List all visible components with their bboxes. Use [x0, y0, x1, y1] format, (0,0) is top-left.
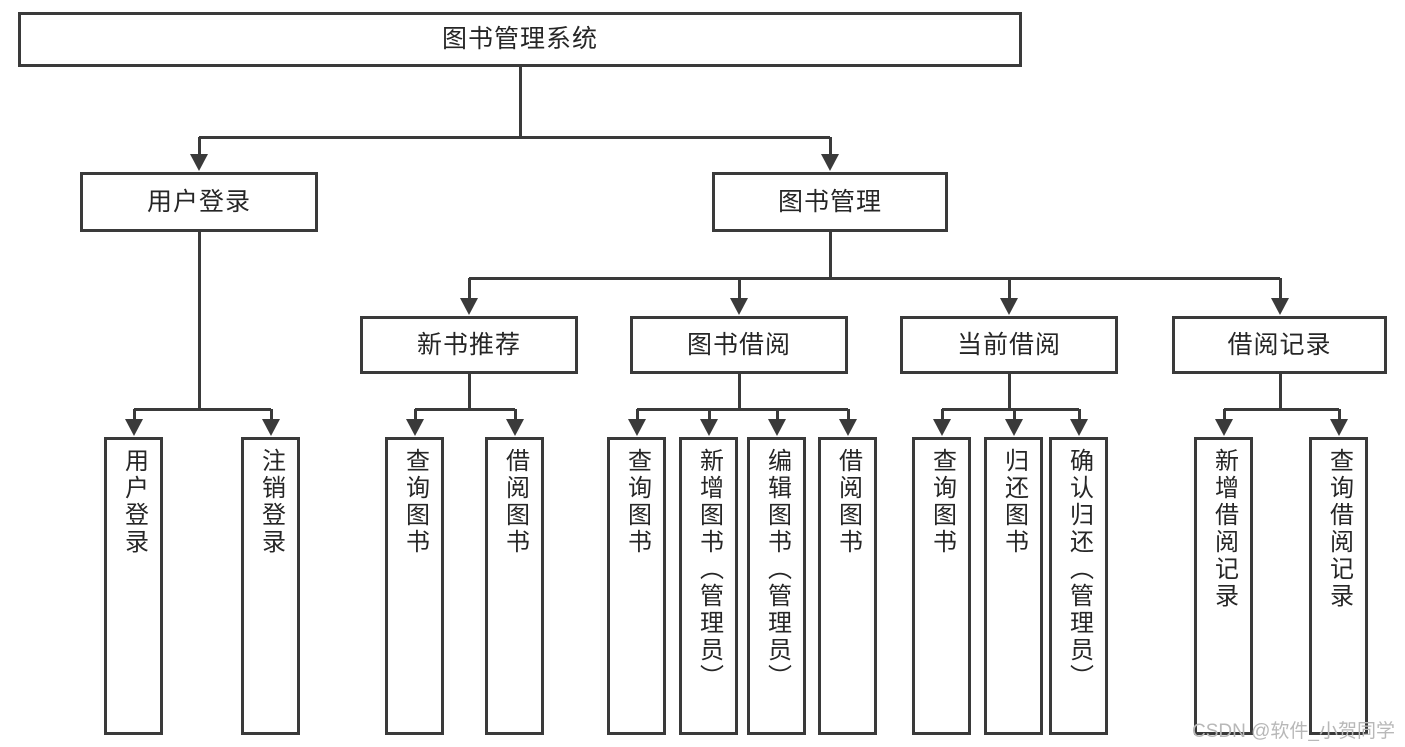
arrowhead-icon-current-borrow: [1000, 298, 1018, 315]
node-leaf-borrow-book-1[interactable]: 借阅图书: [485, 437, 544, 735]
watermark-text: CSDN @软件_小贺同学: [1192, 721, 1395, 742]
connector-borrow-record-stem: [1278, 374, 1282, 409]
node-label: 图书管理系统: [441, 25, 598, 54]
node-label: 编辑图书（管理员）: [763, 448, 791, 691]
node-leaf-query-book-2[interactable]: 查询图书: [607, 437, 666, 735]
arrowhead-icon-leaf-return-book: [1004, 419, 1023, 436]
node-leaf-confirm-return[interactable]: 确认归还（管理员）: [1049, 437, 1108, 735]
connector-drop-leaf-add-book: [707, 409, 711, 420]
connector-new-book-rec-stem: [468, 374, 471, 409]
connector-current-borrow-bus: [941, 408, 1079, 411]
node-label: 新书推荐: [416, 330, 521, 359]
connector-drop-leaf-borrow-book-2: [846, 409, 850, 420]
connector-drop-leaf-query-book-3: [940, 409, 944, 420]
arrowhead-icon-leaf-borrow-book-2: [838, 419, 857, 436]
node-label: 确认归还（管理员）: [1065, 448, 1093, 691]
connector-book-manage-bus: [469, 277, 1280, 280]
node-new-book-rec[interactable]: 新书推荐: [360, 316, 578, 374]
connector-drop-leaf-confirm-return: [1077, 409, 1081, 420]
connector-drop-leaf-query-book-2: [635, 409, 639, 420]
node-label: 查询图书: [401, 448, 429, 556]
connector-borrow-record-bus: [1223, 408, 1339, 411]
arrowhead-icon-new-book-rec: [460, 298, 478, 315]
node-leaf-query-book-3[interactable]: 查询图书: [912, 437, 971, 735]
arrowhead-icon-leaf-borrow-book-1: [505, 419, 524, 436]
connector-book-borrow-stem: [738, 374, 741, 409]
node-user-login[interactable]: 用户登录: [80, 172, 318, 232]
node-leaf-add-book[interactable]: 新增图书（管理员）: [679, 437, 738, 735]
node-label: 借阅图书: [501, 448, 529, 556]
arrowhead-icon-leaf-query-record: [1329, 419, 1348, 436]
connector-drop-leaf-logout: [269, 409, 273, 420]
node-root[interactable]: 图书管理系统: [18, 12, 1022, 67]
node-borrow-record[interactable]: 借阅记录: [1172, 316, 1387, 374]
node-label: 查询借阅记录: [1325, 448, 1353, 610]
arrowhead-icon-leaf-query-book-3: [932, 419, 951, 436]
connector-drop-leaf-add-record: [1222, 409, 1226, 420]
connector-drop-book-borrow: [738, 278, 741, 299]
node-label: 归还图书: [1000, 448, 1028, 556]
node-label: 用户登录: [120, 448, 148, 556]
node-label: 用户登录: [146, 187, 251, 216]
connector-drop-leaf-query-record: [1337, 409, 1341, 420]
connector-drop-book-manage: [829, 137, 832, 155]
arrowhead-icon-leaf-user-login: [124, 419, 143, 436]
arrowhead-icon-leaf-add-book: [699, 419, 718, 436]
node-label: 查询图书: [623, 448, 651, 556]
node-leaf-edit-book[interactable]: 编辑图书（管理员）: [747, 437, 806, 735]
connector-drop-leaf-user-login: [132, 409, 136, 420]
node-label: 当前借阅: [956, 330, 1061, 359]
node-label: 图书管理: [777, 187, 882, 216]
arrowhead-icon-leaf-confirm-return: [1069, 419, 1088, 436]
connector-drop-leaf-query-book-1: [413, 409, 417, 420]
connector-root-stem: [519, 67, 522, 137]
arrowhead-icon-leaf-edit-book: [767, 419, 786, 436]
connector-drop-new-book-rec: [468, 278, 471, 299]
node-book-borrow[interactable]: 图书借阅: [630, 316, 848, 374]
connector-root-bus: [199, 136, 830, 139]
arrowhead-icon-leaf-query-book-1: [405, 419, 424, 436]
arrowhead-icon-leaf-logout: [261, 419, 280, 436]
arrowhead-icon-user-login: [190, 154, 208, 171]
connector-drop-leaf-edit-book: [775, 409, 779, 420]
connector-new-book-rec-bus: [414, 408, 515, 411]
node-label: 借阅记录: [1227, 330, 1332, 359]
arrowhead-icon-book-manage: [821, 154, 839, 171]
node-leaf-add-record[interactable]: 新增借阅记录: [1194, 437, 1253, 735]
connector-drop-leaf-borrow-book-1: [513, 409, 517, 420]
arrowhead-icon-book-borrow: [730, 298, 748, 315]
connector-drop-borrow-record: [1278, 278, 1282, 299]
node-label: 借阅图书: [834, 448, 862, 556]
connector-user-login-stem: [198, 232, 201, 409]
node-label: 查询图书: [928, 448, 956, 556]
node-label: 图书借阅: [686, 330, 791, 359]
connector-drop-current-borrow: [1008, 278, 1011, 299]
connector-user-login-bus: [133, 408, 271, 411]
node-label: 注销登录: [257, 448, 285, 556]
node-leaf-return-book[interactable]: 归还图书: [984, 437, 1043, 735]
node-label: 新增图书（管理员）: [695, 448, 723, 691]
node-book-manage[interactable]: 图书管理: [712, 172, 948, 232]
arrowhead-icon-leaf-add-record: [1214, 419, 1233, 436]
connector-book-borrow-bus: [636, 408, 848, 411]
node-leaf-query-record[interactable]: 查询借阅记录: [1309, 437, 1368, 735]
node-leaf-user-login[interactable]: 用户登录: [104, 437, 163, 735]
connector-drop-user-login: [198, 137, 201, 155]
node-current-borrow[interactable]: 当前借阅: [900, 316, 1118, 374]
node-label: 新增借阅记录: [1210, 448, 1238, 610]
node-leaf-query-book-1[interactable]: 查询图书: [385, 437, 444, 735]
arrowhead-icon-borrow-record: [1270, 298, 1289, 315]
node-leaf-logout[interactable]: 注销登录: [241, 437, 300, 735]
connector-book-manage-stem: [829, 232, 832, 278]
node-leaf-borrow-book-2[interactable]: 借阅图书: [818, 437, 877, 735]
arrowhead-icon-leaf-query-book-2: [627, 419, 646, 436]
connector-drop-leaf-return-book: [1012, 409, 1016, 420]
connector-current-borrow-stem: [1008, 374, 1011, 409]
